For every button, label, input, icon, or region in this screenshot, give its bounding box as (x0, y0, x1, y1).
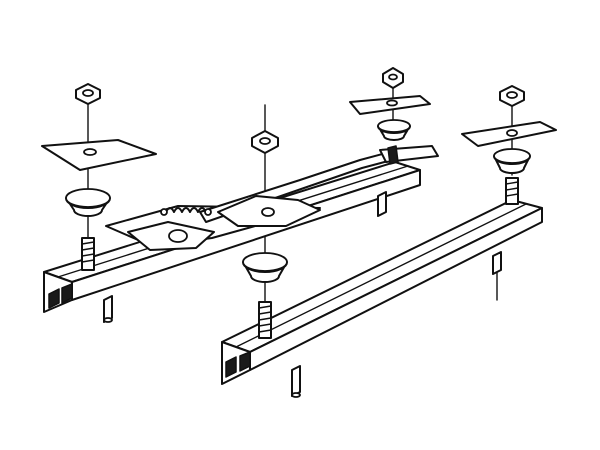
right-cup-washer-rim (493, 148, 531, 164)
spring-hook-left (160, 208, 168, 216)
slider-clamp-hole (168, 229, 188, 243)
front-rail-side-face (249, 207, 543, 371)
front-rail-edge-line (235, 203, 527, 348)
upper-right-fastener-stack (349, 67, 431, 141)
slider-plate-assembly (105, 145, 439, 251)
upper-right-plate-hole (386, 99, 398, 107)
front-rail-stud-tip (291, 392, 301, 398)
right-nut-hole (506, 91, 518, 99)
rear-rail-slot-right (61, 283, 73, 304)
right-fastener-stack (461, 85, 557, 275)
left-plate-hole (83, 148, 97, 156)
middle-bolt-thread (258, 305, 272, 333)
left-bolt-thread (81, 241, 95, 263)
rear-rail-top-stud (377, 191, 387, 217)
middle-nut-hole (259, 137, 271, 145)
front-rail-bottom-stud (291, 365, 301, 397)
left-fastener-stack (41, 83, 157, 271)
spring-hook-right (204, 208, 212, 216)
rear-rail-bottom-stud (103, 295, 113, 323)
return-spring (165, 207, 207, 213)
middle-cup-washer-rim (242, 252, 288, 272)
left-cup-washer-rim (65, 188, 111, 208)
upper-right-cup-washer-rim (377, 119, 411, 133)
lever-pivot-block (387, 145, 399, 165)
right-plate-hole (506, 129, 518, 137)
upper-right-nut-hole (388, 73, 398, 81)
right-lower-stud (492, 251, 502, 275)
front-channel-rail (221, 199, 543, 398)
middle-fastener-stack (242, 130, 288, 339)
front-rail-slot-left (225, 356, 237, 378)
left-clamp-plate (41, 139, 157, 171)
right-bolt-thread (505, 181, 519, 197)
rear-rail-stud-tip (103, 317, 113, 323)
left-nut-hole (82, 89, 94, 97)
lever-plate-hole (261, 207, 275, 217)
front-rail-slot-right (239, 351, 251, 372)
rear-rail-slot-left (48, 288, 60, 309)
